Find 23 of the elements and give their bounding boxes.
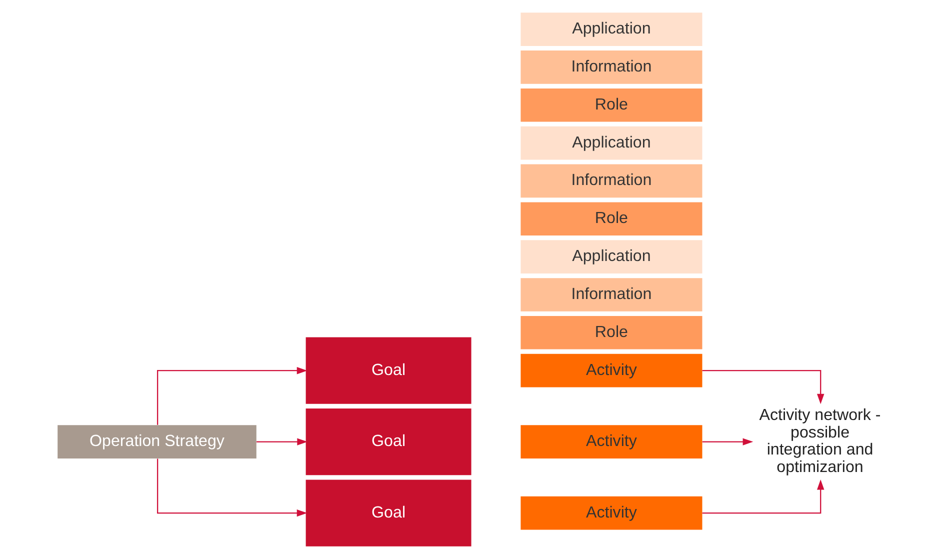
arrow <box>156 366 307 425</box>
arrow <box>702 438 753 446</box>
node-box: Role <box>520 202 702 236</box>
node-box: Role <box>520 88 702 122</box>
node-box: Information <box>520 164 702 198</box>
node-box: Role <box>520 316 702 350</box>
node-box: Goal <box>305 337 471 404</box>
node-box: Information <box>520 50 702 84</box>
node-box: Goal <box>305 408 471 476</box>
arrow <box>702 479 824 514</box>
node-text: Activity network - possible integration and optimizarion <box>758 406 880 476</box>
node-box: Application <box>520 12 702 46</box>
arrow <box>702 370 824 404</box>
node-box: Application <box>520 240 702 274</box>
node-box: Operation Strategy <box>57 425 256 458</box>
node-box: Activity <box>520 354 702 388</box>
node-box: Activity <box>520 425 702 458</box>
arrow <box>256 438 308 446</box>
arrow <box>156 458 307 517</box>
node-box: Activity <box>520 496 702 530</box>
node-box: Goal <box>305 480 471 546</box>
node-box: Application <box>520 126 702 160</box>
node-box: Information <box>520 278 702 312</box>
